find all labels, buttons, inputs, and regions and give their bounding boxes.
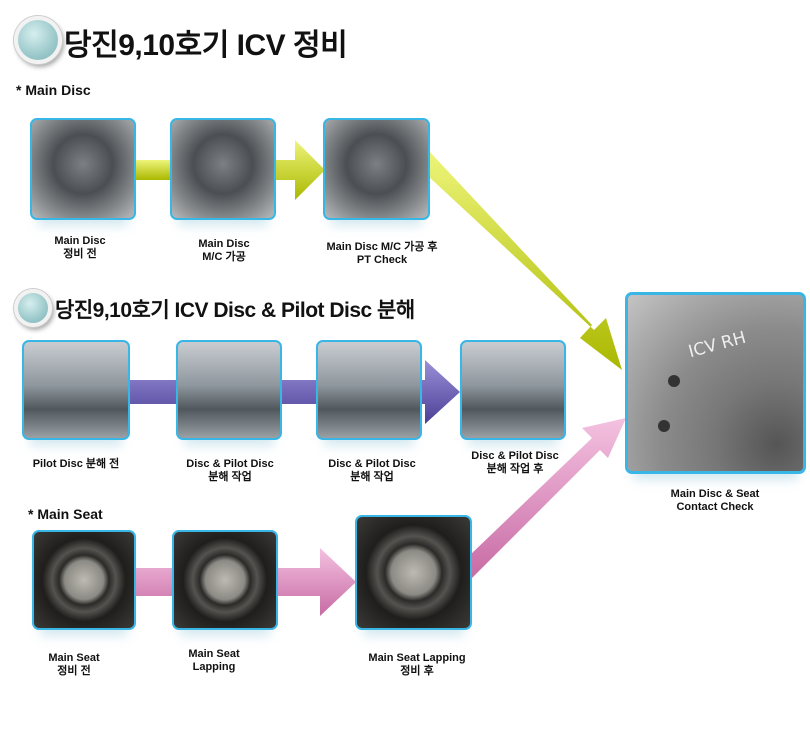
arrow-main-disc-to-result <box>428 150 622 370</box>
page-title: 당진9,10호기 ICV 정비 <box>64 29 348 62</box>
photo-main-disc-pt-check <box>323 118 430 220</box>
main-seat-heading: * Main Seat <box>28 506 103 522</box>
photo-main-seat-before <box>32 530 136 630</box>
arrow-main-seat-to-result <box>470 418 626 580</box>
photo-disassembly-2 <box>316 340 422 440</box>
photo-disassembly-after <box>460 340 566 440</box>
photo-main-disc-machining <box>170 118 276 220</box>
photo-contact-check: ICV RH <box>625 292 806 474</box>
photo-main-disc-before <box>30 118 136 220</box>
section-title-disassembly: 당진9,10호기 ICV Disc & Pilot Disc 분해 <box>55 299 415 322</box>
photo-disassembly-1 <box>176 340 282 440</box>
arrow-main-disc-2 <box>274 140 325 200</box>
arrow-pilot-disc <box>128 360 460 424</box>
photo-pilot-disc-before <box>22 340 130 440</box>
photo-main-seat-after <box>355 515 472 630</box>
title-bullet-icon <box>14 16 62 64</box>
main-disc-heading: * Main Disc <box>16 82 91 98</box>
photo-marking: ICV RH <box>686 327 749 363</box>
section-bullet-icon <box>14 289 52 327</box>
photo-main-seat-lapping <box>172 530 278 630</box>
label-pilot-disc-before: Pilot Disc 분해 전 <box>32 458 120 470</box>
